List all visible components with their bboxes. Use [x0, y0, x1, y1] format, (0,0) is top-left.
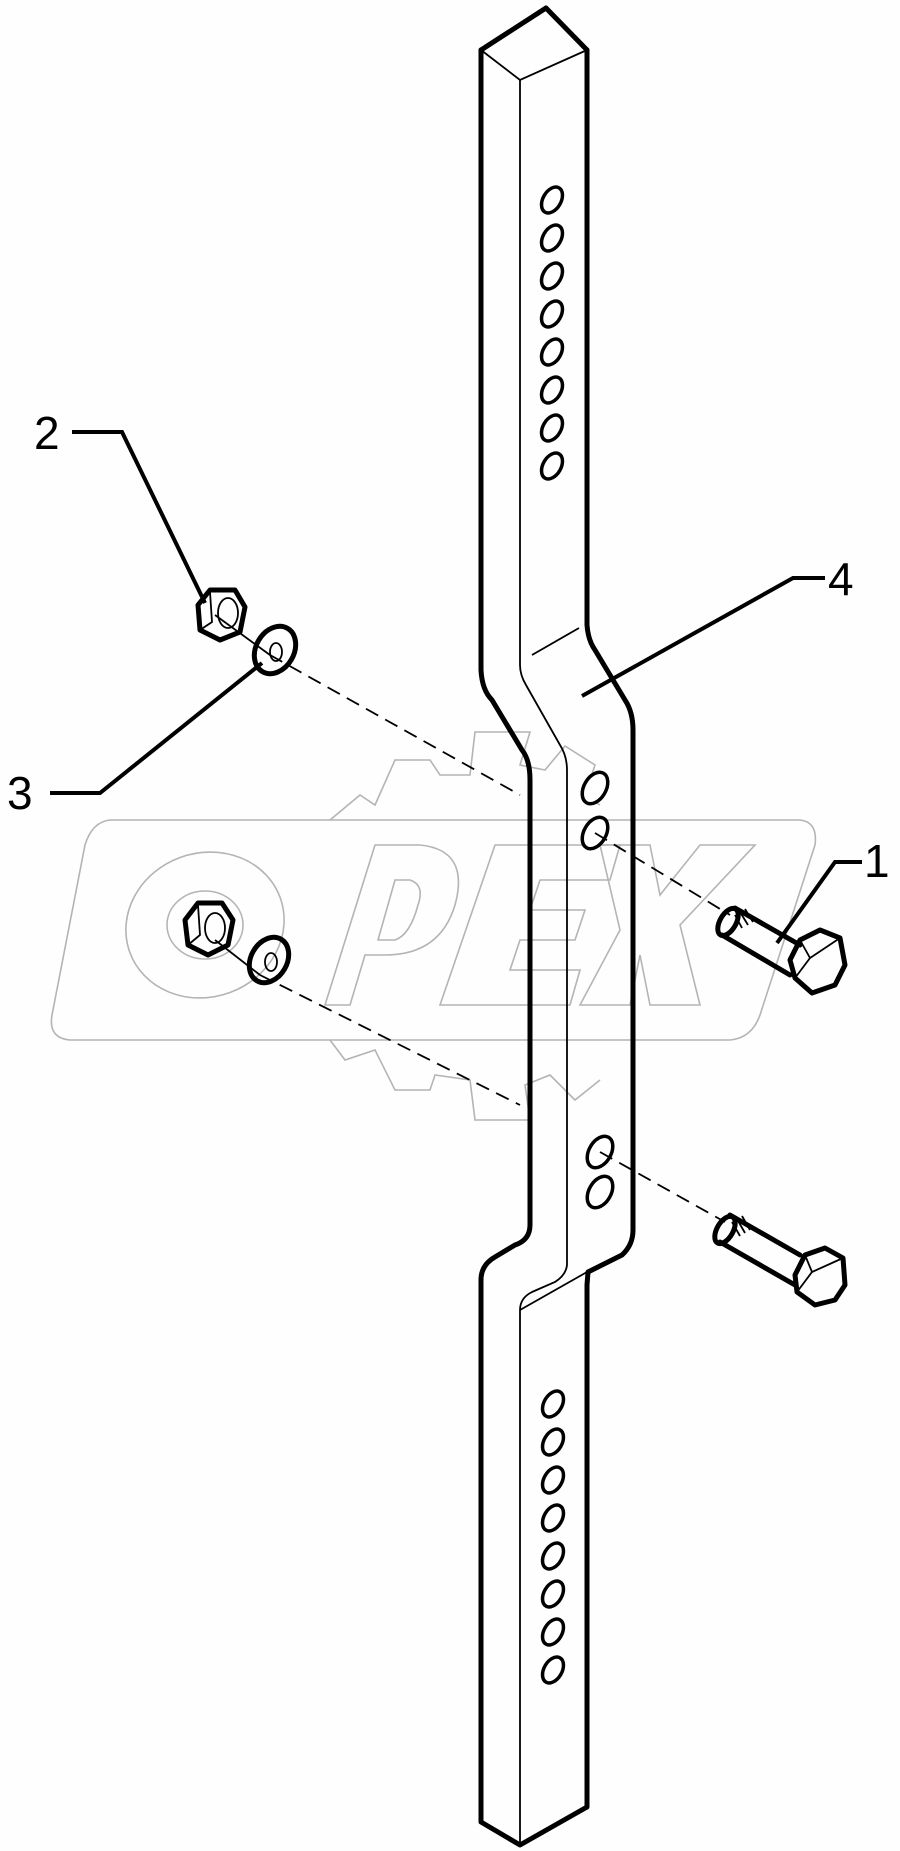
- upper-holes: [539, 185, 565, 481]
- callout-3: 3: [7, 767, 33, 819]
- washer-upper: [251, 623, 299, 677]
- callout-1: 1: [864, 835, 890, 887]
- hex-bolt-lower: [712, 1212, 848, 1308]
- washer-middle: [246, 934, 292, 986]
- hex-nut-upper: [195, 587, 248, 643]
- hex-nut-middle: [182, 900, 236, 958]
- callout-4: 4: [828, 553, 854, 605]
- callout-2: 2: [34, 407, 60, 459]
- lower-holes: [540, 1389, 566, 1685]
- opex-watermark: [50, 731, 817, 1121]
- leader-lines: [50, 430, 862, 945]
- offset-bar: [478, 5, 636, 1848]
- hex-bolt-upper: [715, 905, 848, 996]
- assembly-axes: [214, 614, 731, 1223]
